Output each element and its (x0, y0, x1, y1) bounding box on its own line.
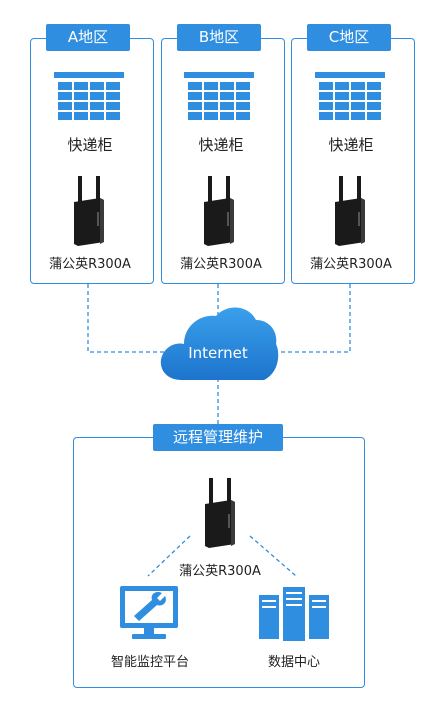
connector-router-to-monitor (147, 535, 191, 577)
connector-c-to-internet (266, 284, 351, 353)
region-c-tab: C地区 (307, 24, 391, 51)
monitor-platform-label: 智能监控平台 (110, 655, 189, 670)
region-a-cabinet-label: 快递柜 (67, 136, 113, 154)
region-c-cabinet-label: 快递柜 (328, 136, 374, 154)
router-icon (74, 176, 104, 246)
connector-router-to-datacenter (249, 535, 297, 577)
internet-label: Internet (188, 344, 248, 362)
datacenter-label: 数据中心 (267, 655, 320, 670)
remote-router-label: 蒲公英R300A (179, 564, 261, 579)
router-icon (335, 176, 365, 246)
cabinet-grid-icon (54, 72, 124, 120)
router-icon (204, 176, 234, 246)
region-c-router-label: 蒲公英R300A (310, 257, 392, 272)
cabinet-grid-icon (184, 72, 254, 120)
cabinet-grid-icon (315, 72, 385, 120)
cloud-icon (160, 307, 279, 380)
region-a-tab: A地区 (46, 24, 130, 51)
region-b-tab: B地区 (177, 24, 261, 51)
region-a-router-label: 蒲公英R300A (49, 257, 131, 272)
region-b-cabinet-label: 快递柜 (198, 136, 244, 154)
monitor-wrench-icon (120, 586, 178, 639)
server-rack-icon (259, 587, 329, 641)
remote-maintenance-tab: 远程管理维护 (153, 424, 283, 451)
connector-a-to-internet (87, 284, 170, 353)
router-icon (205, 478, 235, 548)
region-b-router-label: 蒲公英R300A (180, 257, 262, 272)
